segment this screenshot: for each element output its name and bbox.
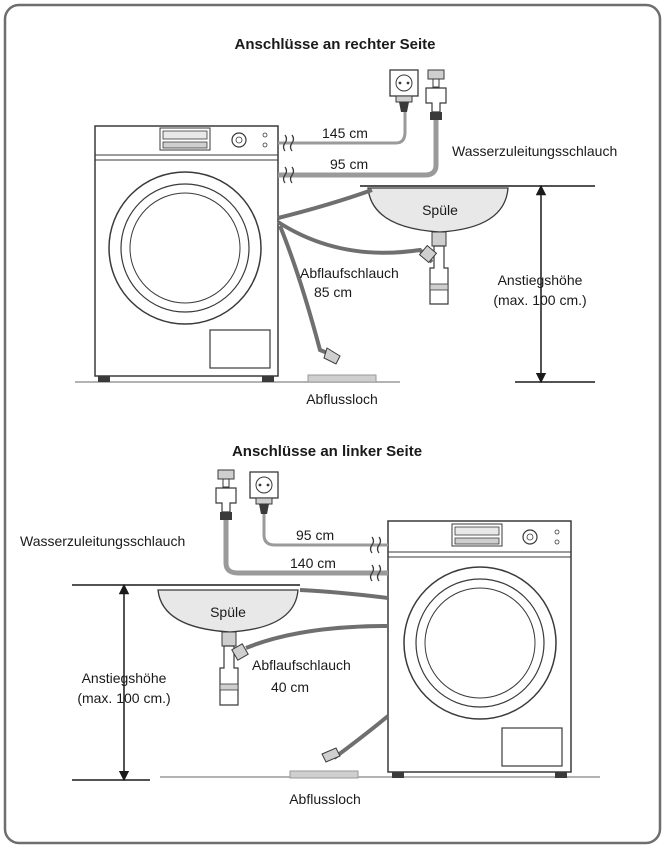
top-drain-hose-length: 85 cm bbox=[314, 284, 352, 300]
bottom-power-cable-length: 95 cm bbox=[296, 527, 334, 543]
top-power-cable-length: 145 cm bbox=[322, 125, 368, 141]
top-drain-hose-label: Abflaufschlauch bbox=[300, 265, 399, 281]
bottom-inlet-hose-length: 140 cm bbox=[290, 555, 336, 571]
top-inlet-hose-length: 95 cm bbox=[330, 156, 368, 172]
top-title: Anschlüsse an rechter Seite bbox=[235, 36, 436, 53]
bottom-drain-hose-sink bbox=[299, 588, 389, 600]
bottom-inlet-hose bbox=[223, 520, 388, 576]
top-floor-drain-label: Abflussloch bbox=[306, 391, 378, 407]
top-drain-hose-inlet bbox=[276, 220, 434, 264]
top-inlet-hose-label: Wasserzuleitungsschlauch bbox=[452, 143, 617, 159]
top-power-socket bbox=[389, 69, 419, 112]
top-water-tap bbox=[425, 69, 447, 120]
top-hose-clamp bbox=[418, 244, 438, 264]
top-height-limit: (max. 100 cm.) bbox=[493, 292, 586, 308]
bottom-drain-hose-floor bbox=[332, 714, 390, 760]
bottom-power-socket bbox=[249, 471, 279, 514]
bottom-height-label: Anstiegshöhe bbox=[82, 670, 167, 686]
bottom-title: Anschlüsse an linker Seite bbox=[232, 443, 422, 460]
bottom-break-marks bbox=[369, 536, 382, 582]
top-height-label: Anstiegshöhe bbox=[498, 272, 583, 288]
top-inlet-hose bbox=[278, 120, 439, 178]
bottom-inlet-hose-label: Wasserzuleitungsschlauch bbox=[20, 533, 185, 549]
bottom-power-cable bbox=[262, 514, 388, 547]
bottom-floor-drain bbox=[289, 747, 359, 779]
bottom-hose-clamp bbox=[231, 643, 249, 661]
top-drain-hose-floor bbox=[278, 225, 331, 356]
bottom-drain-hose-inlet bbox=[245, 624, 389, 650]
bottom-water-tap bbox=[215, 469, 237, 520]
top-sink bbox=[367, 187, 509, 305]
bottom-sink-label: Spüle bbox=[210, 604, 246, 620]
top-sink-label: Spüle bbox=[422, 202, 458, 218]
bottom-washing-machine bbox=[387, 520, 572, 778]
bottom-floor-drain-label: Abflussloch bbox=[289, 791, 361, 807]
bottom-height-limit: (max. 100 cm.) bbox=[77, 690, 170, 706]
bottom-filter-hatch bbox=[501, 727, 563, 767]
top-floor-drain bbox=[307, 347, 377, 383]
top-power-cable bbox=[278, 112, 407, 145]
bottom-diagram: Anschlüsse an linker Seite bbox=[20, 443, 600, 807]
bottom-drain-hose-label: Abflaufschlauch bbox=[252, 657, 351, 673]
top-break-marks bbox=[282, 134, 295, 184]
top-washing-machine bbox=[94, 125, 279, 382]
top-drain-hose-sink bbox=[277, 188, 373, 220]
bottom-drain-hose-length: 40 cm bbox=[271, 679, 309, 695]
top-diagram: Anschlüsse an rechter Seite bbox=[75, 36, 617, 407]
bottom-sink bbox=[157, 589, 299, 706]
top-filter-hatch bbox=[209, 329, 271, 369]
